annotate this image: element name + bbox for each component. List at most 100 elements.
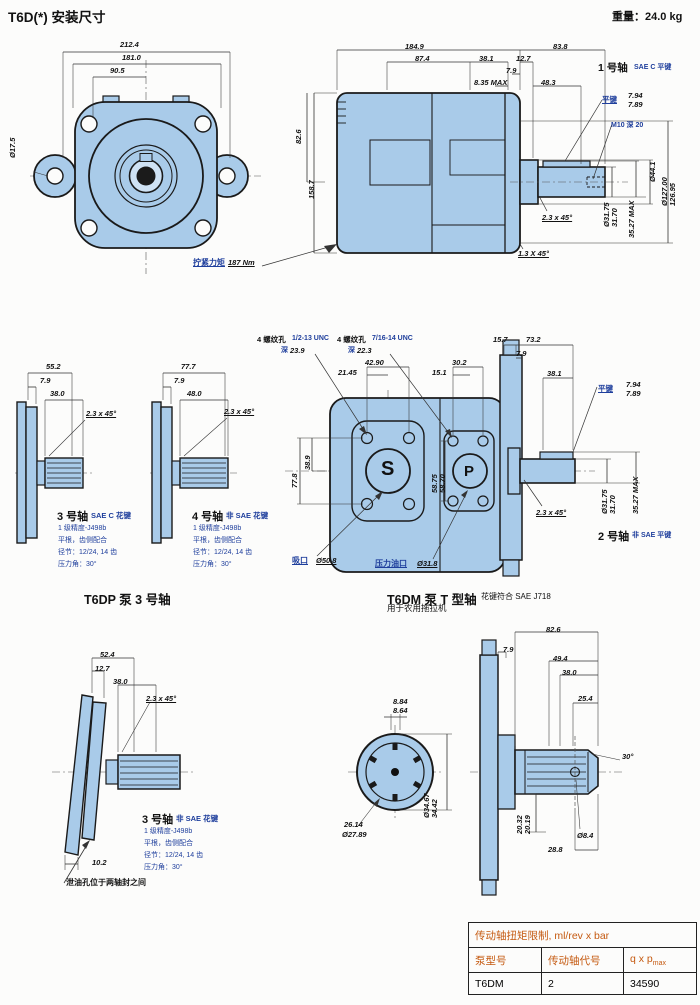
key-hi: 7.94 <box>628 91 643 100</box>
side-view-drawing <box>261 49 673 267</box>
pressure-port <box>452 453 488 489</box>
spline-dim-2614: 26.14 <box>344 820 363 829</box>
val-q-pmax: 34590 <box>623 973 696 994</box>
shaft3-chamfer: 2.3 x 45° <box>86 409 117 418</box>
pump-body-side <box>336 92 521 254</box>
shaft3-dim-79: 7.9 <box>40 376 51 385</box>
shaft3-spec3: 径节：12/24, 14 齿 <box>58 549 118 556</box>
drain-note: 泄油孔位于两轴封之间 <box>66 878 146 887</box>
weight-label: 重量： <box>612 11 645 23</box>
dim-half-width: 90.5 <box>110 66 125 75</box>
shaft3-dim-total: 55.2 <box>46 362 61 371</box>
page-title: T6D(*) 安装尺寸 <box>8 10 106 25</box>
torque-value: 187 Nm <box>228 258 255 267</box>
shaft4-spec3: 径节：12/24, 14 齿 <box>193 549 253 556</box>
shaft3-plate-outer <box>16 401 27 544</box>
thread2-depth-label: 深 <box>348 347 355 354</box>
tshaft-detail-drawing <box>348 631 625 896</box>
tshaft-dim-127: 12.7 <box>95 664 110 673</box>
shaft2-name: 2 号轴 <box>598 531 630 543</box>
chamfer-2: 1.3 X 45° <box>518 249 549 258</box>
shaft3-spec2: 平根，齿侧配合 <box>58 537 107 544</box>
spline-dim-2789: Ø27.89 <box>342 830 367 839</box>
caption-t6dp: T6DP 泵 3 号轴 <box>84 593 171 607</box>
thread2-depth: 22.3 <box>357 346 372 355</box>
caption-t6dm-spline: 花键符合 SAE J718 <box>481 592 551 601</box>
tshaft2-dim-380: 38.0 <box>562 668 577 677</box>
shaft2-max: 35.27 MAX <box>631 476 640 514</box>
tshaft2-angle: 30° <box>622 752 634 761</box>
tshaft2-dim-494: 49.4 <box>553 654 568 663</box>
tshaft2-g-lo: 20.19 <box>523 815 532 834</box>
thread1-depth: 23.9 <box>290 346 305 355</box>
thread1-spec: 1/2-13 UNC <box>292 335 329 342</box>
shaft4-dim-spline: 48.0 <box>187 389 202 398</box>
dim-p-lo: 58.70 <box>438 474 447 493</box>
shaft1-name: 1 号轴 <box>598 62 628 74</box>
keyway <box>139 153 153 162</box>
dim-79: 7.9 <box>506 66 517 75</box>
shaft-center <box>136 166 156 186</box>
shaft4-type: 非 SAE 花键 <box>226 511 269 520</box>
dim-302: 30.2 <box>452 358 467 367</box>
dim-82: 82.6 <box>294 129 303 144</box>
shaft2-dim-157: 15.7 <box>493 335 508 344</box>
shaft2-key <box>539 451 574 460</box>
tshaft-spec2: 平根，齿侧配合 <box>144 840 193 847</box>
port-view-drawing <box>285 339 640 577</box>
thread1-depth-label: 深 <box>281 347 288 354</box>
caption-t6dm: T6DM 泵 T 型轴 <box>387 593 477 607</box>
thread2-spec: 7/16-14 UNC <box>372 335 413 342</box>
torque-table-header-row: 泵型号 传动轴代号 q x pmax <box>469 947 696 972</box>
tshaft-spec1: 1 级精度-J498b <box>144 828 193 835</box>
tshaft2-dim-254: 25.4 <box>578 694 593 703</box>
shaft2-key-lo: 7.89 <box>626 389 641 398</box>
key-lo: 7.89 <box>628 100 643 109</box>
shaft4-dim-total: 77.7 <box>181 362 196 371</box>
tshaft2-flange <box>479 654 499 881</box>
dim-835-max: 8.35 MAX <box>474 78 508 87</box>
dim-389: 38.9 <box>303 455 312 470</box>
shaft2-dim-732: 73.2 <box>526 335 541 344</box>
boss-dia: Ø44.1 <box>648 161 657 182</box>
val-pump-model: T6DM <box>475 978 504 990</box>
torque-table-title-row: 传动轴扭矩限制, ml/rev x bar <box>469 923 696 947</box>
tshaft-spec3: 径节：12/24, 14 齿 <box>144 852 204 859</box>
thread2-qty: 4 螺纹孔 <box>337 335 366 344</box>
suction-flange <box>351 420 425 522</box>
dim-778: 77.8 <box>290 473 299 488</box>
shaft4-dim-79: 7.9 <box>174 376 185 385</box>
drive-shaft-2 <box>519 458 576 484</box>
shaft2-dia-lo: 31.70 <box>608 495 617 514</box>
dim-bolt-spacing: 181.0 <box>122 53 141 62</box>
spline-tooth-lo: 8.64 <box>393 706 408 715</box>
tshaft-chamfer: 2.3 x 45° <box>146 694 177 703</box>
tshaft-spec4: 压力角：30° <box>144 864 183 871</box>
dim-shaft-length: 83.8 <box>553 42 568 51</box>
torque-table: 传动轴扭矩限制, ml/rev x bar 泵型号 传动轴代号 q x pmax… <box>468 922 697 995</box>
weight-note: 重量：24.0 kg <box>612 8 682 24</box>
dim-overall-width: 212.4 <box>120 40 139 49</box>
dim-12: 12.7 <box>516 54 531 63</box>
torque-label: 拧紧力矩 <box>193 258 225 267</box>
shaft2-chamfer: 2.3 x 45° <box>536 508 567 517</box>
dim-height: 158.7 <box>307 180 316 199</box>
shaft3-spec4: 压力角：30° <box>58 561 97 568</box>
dim-48: 48.3 <box>541 78 556 87</box>
col-shaft-code: 传动轴代号 <box>541 948 623 972</box>
shaft2-type: 非 SAE 平键 <box>632 532 672 539</box>
suction-dia: Ø50.8 <box>316 556 337 565</box>
shaft4-name: 4 号轴 <box>192 511 224 523</box>
shaft2-key-hi: 7.94 <box>626 380 641 389</box>
col-pump-model: 泵型号 <box>475 955 507 967</box>
chamfer-1: 2.3 x 45° <box>542 213 573 222</box>
shaft2-key-label: 平键 <box>598 384 613 393</box>
shaft4-plate-outer <box>151 401 162 544</box>
suction-label: 吸口 <box>292 556 308 565</box>
shaft4-spec2: 平根，齿侧配合 <box>193 537 242 544</box>
m10-thread: M10 深 20 <box>611 122 644 129</box>
tshaft-spline <box>117 754 181 790</box>
tshaft-plate-inner <box>81 701 107 841</box>
caption-t6dm-usage: 用于农用拖拉机 <box>387 603 447 613</box>
thread1-qty: 4 螺纹孔 <box>257 335 286 344</box>
